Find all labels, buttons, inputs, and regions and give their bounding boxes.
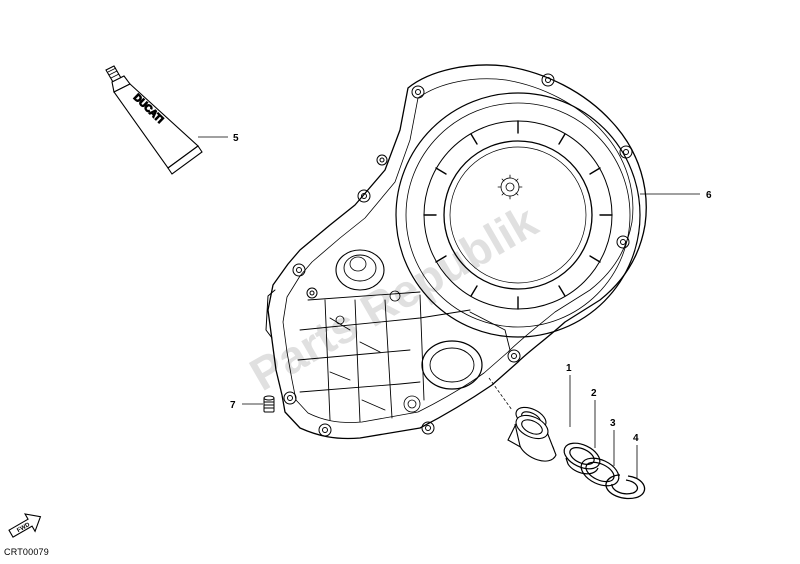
- gear-icon: [497, 174, 523, 200]
- part-4-circlip: [605, 474, 646, 500]
- callout-3: 3: [610, 418, 616, 429]
- forward-arrow-icon: FWD: [8, 513, 42, 538]
- callout-6: 6: [706, 190, 712, 201]
- callout-2: 2: [591, 388, 597, 399]
- part-7-plug: [263, 395, 275, 413]
- callout-5: 5: [233, 133, 239, 144]
- callout-1: 1: [566, 363, 572, 374]
- part-1-bush: [507, 406, 557, 462]
- clutch-cover: [265, 64, 647, 440]
- part-5-sealant-tube: DUCATI: [105, 65, 203, 175]
- leader-lines: [198, 136, 700, 478]
- part-2-seal: [563, 442, 601, 475]
- callout-4: 4: [633, 433, 639, 444]
- part-3-ring: [580, 457, 620, 487]
- drawing-code: CRT00079: [4, 547, 49, 557]
- callout-7: 7: [230, 400, 236, 411]
